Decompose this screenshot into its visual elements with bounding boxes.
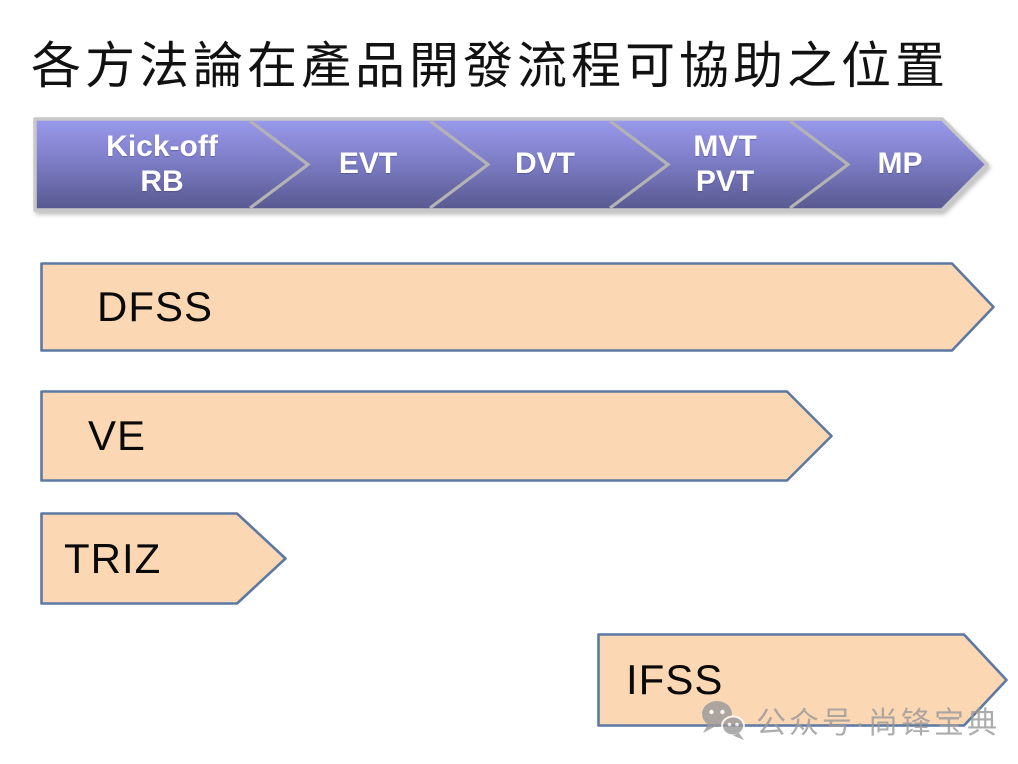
dfss-label: DFSS xyxy=(97,283,214,330)
process-banner-arrow xyxy=(33,117,989,212)
page-title: 各方法論在產品開發流程可協助之位置 xyxy=(31,38,949,94)
dfss-arrow-shape xyxy=(40,262,995,352)
process-banner: Kick-off RB EVT DVT MVT PVT MP xyxy=(33,117,989,212)
stage-kickoff-rb: Kick-off RB xyxy=(106,130,218,198)
triz-arrow-shape xyxy=(40,512,287,605)
stage-evt: EVT xyxy=(338,147,398,181)
methodology-bar-triz: TRIZ xyxy=(40,512,287,605)
methodology-bar-ve: VE xyxy=(40,390,833,482)
ve-label: VE xyxy=(88,412,147,459)
methodology-bar-dfss: DFSS xyxy=(40,262,995,352)
stage-mp: MP xyxy=(877,147,923,181)
methodology-bar-ifss: IFSS xyxy=(597,633,1008,727)
stage-separator-chevrons xyxy=(249,119,851,210)
triz-label: TRIZ xyxy=(64,534,162,582)
stage-dvt: DVT xyxy=(515,147,575,181)
ifss-arrow-shape xyxy=(597,633,1008,727)
ifss-label: IFSS xyxy=(626,656,724,703)
stage-mvt-pvt: MVT PVT xyxy=(693,130,757,198)
ve-arrow-shape xyxy=(40,390,833,482)
